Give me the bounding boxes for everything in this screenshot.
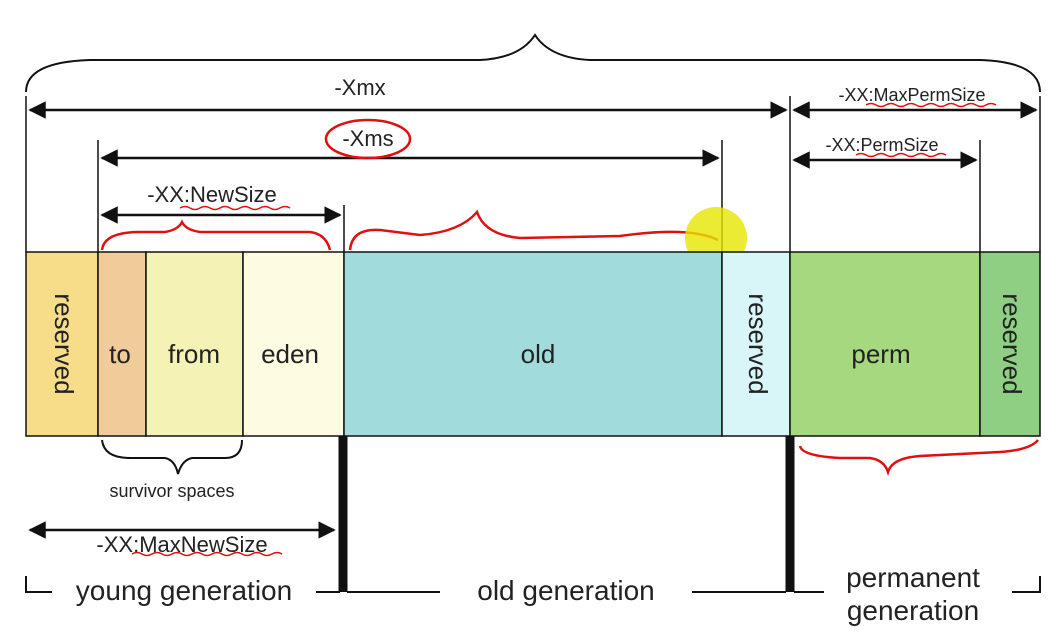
perm-red-brace	[798, 439, 1039, 477]
xms-label: -Xms	[342, 126, 393, 151]
maxpermsize-underline	[865, 102, 997, 108]
old-red-brace	[348, 209, 719, 251]
young-generation-label: young generation	[76, 575, 292, 606]
young-bracket-left	[25, 576, 52, 593]
young-red-brace	[100, 219, 332, 251]
maxnewsize-underline	[131, 551, 283, 557]
permanent-generation-label-line1: permanent	[846, 562, 980, 593]
permsize-underline	[855, 152, 947, 158]
label-old: old	[521, 339, 556, 369]
segment-to	[97, 251, 147, 437]
label-reserved-old: reserved	[743, 293, 773, 394]
perm-bracket-right	[1012, 576, 1041, 593]
newsize-label: -XX:NewSize	[147, 182, 277, 207]
old-generation-label: old generation	[477, 575, 654, 606]
label-perm: perm	[851, 339, 910, 369]
permsize-label: -XX:PermSize	[825, 135, 938, 155]
segment-perm	[789, 251, 981, 437]
label-reserved-young: reserved	[49, 293, 79, 394]
xms-circle-annotation	[324, 118, 412, 160]
label-eden: eden	[261, 339, 319, 369]
label-reserved-perm: reserved	[997, 293, 1027, 394]
maxpermsize-label: -XX:MaxPermSize	[838, 85, 985, 105]
segment-reserved-perm	[979, 251, 1041, 437]
survivor-brace	[101, 439, 243, 475]
label-to: to	[109, 339, 131, 369]
survivor-label: survivor spaces	[109, 481, 234, 501]
permanent-generation-label-line2: generation	[847, 595, 979, 626]
segment-eden	[242, 251, 345, 437]
top-brace	[25, 33, 1041, 93]
newsize-underline	[179, 205, 291, 211]
segment-from	[145, 251, 244, 437]
label-from: from	[168, 339, 220, 369]
segment-reserved-old	[721, 251, 791, 437]
segment-reserved-young	[25, 251, 99, 437]
xmx-label: -Xmx	[334, 75, 385, 100]
